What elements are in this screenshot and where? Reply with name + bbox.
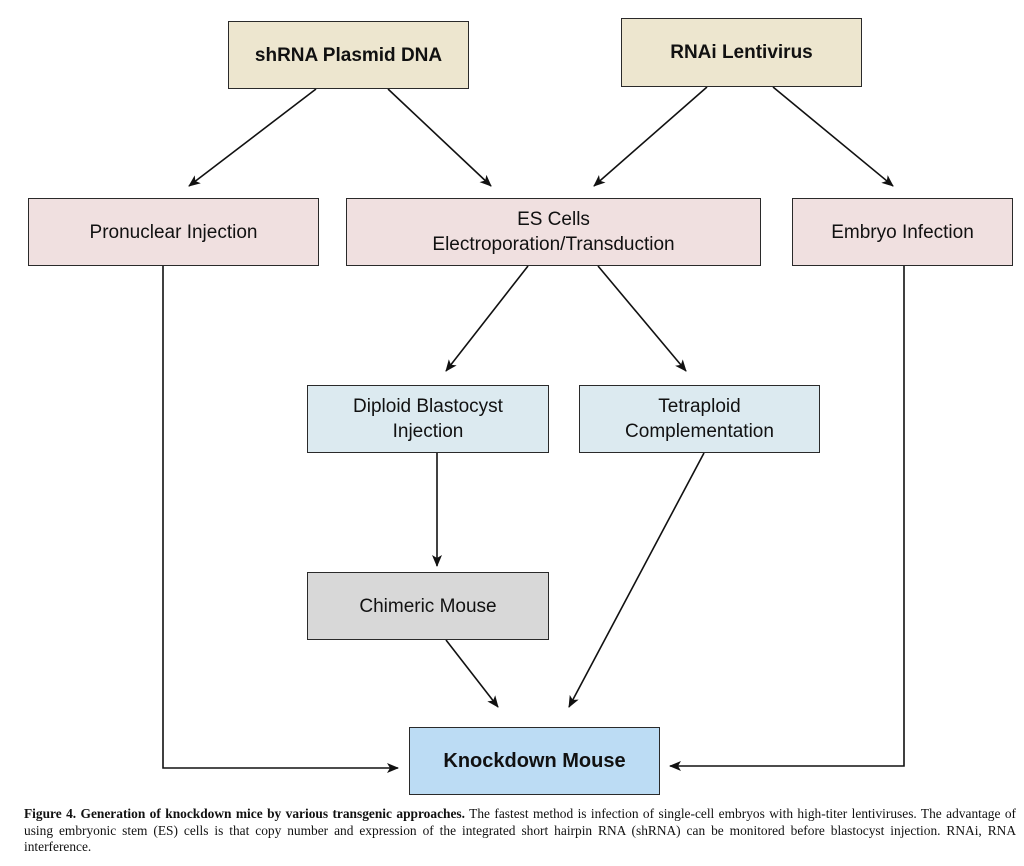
edge-tetraploid-to-knockdown <box>568 452 705 708</box>
embryo-infection-node: Embryo Infection <box>792 198 1013 266</box>
caption-text: The fastest method is infection of singl… <box>24 806 1017 854</box>
tetraploid-complementation-node: Tetraploid Complementation <box>579 385 820 453</box>
edge-chimeric-to-knockdown <box>445 639 499 708</box>
edge-lentivirus-to-embryo <box>772 86 894 187</box>
chimeric-mouse-node: Chimeric Mouse <box>307 572 549 640</box>
edge-es-to-diploid <box>445 265 529 372</box>
edge-shrna-to-pronuclear <box>188 88 317 187</box>
edge-shrna-to-es-cells <box>387 88 492 187</box>
edge-es-to-tetraploid <box>597 265 687 372</box>
rnai-lentivirus-node: RNAi Lentivirus <box>621 18 862 87</box>
knockdown-mouse-node: Knockdown Mouse <box>409 727 660 795</box>
shrna-plasmid-dna-node: shRNA Plasmid DNA <box>228 21 469 89</box>
es-cells-node: ES Cells Electroporation/Transduction <box>346 198 761 266</box>
diploid-blastocyst-node: Diploid Blastocyst Injection <box>307 385 549 453</box>
edge-embryo-to-knockdown <box>669 266 905 771</box>
caption-title: Figure 4. Generation of knockdown mice b… <box>24 806 465 821</box>
figure-caption: Figure 4. Generation of knockdown mice b… <box>24 806 1016 856</box>
pronuclear-injection-node: Pronuclear Injection <box>28 198 319 266</box>
edge-pronuclear-to-knockdown <box>162 266 399 773</box>
edge-lentivirus-to-es-cells <box>593 86 708 187</box>
